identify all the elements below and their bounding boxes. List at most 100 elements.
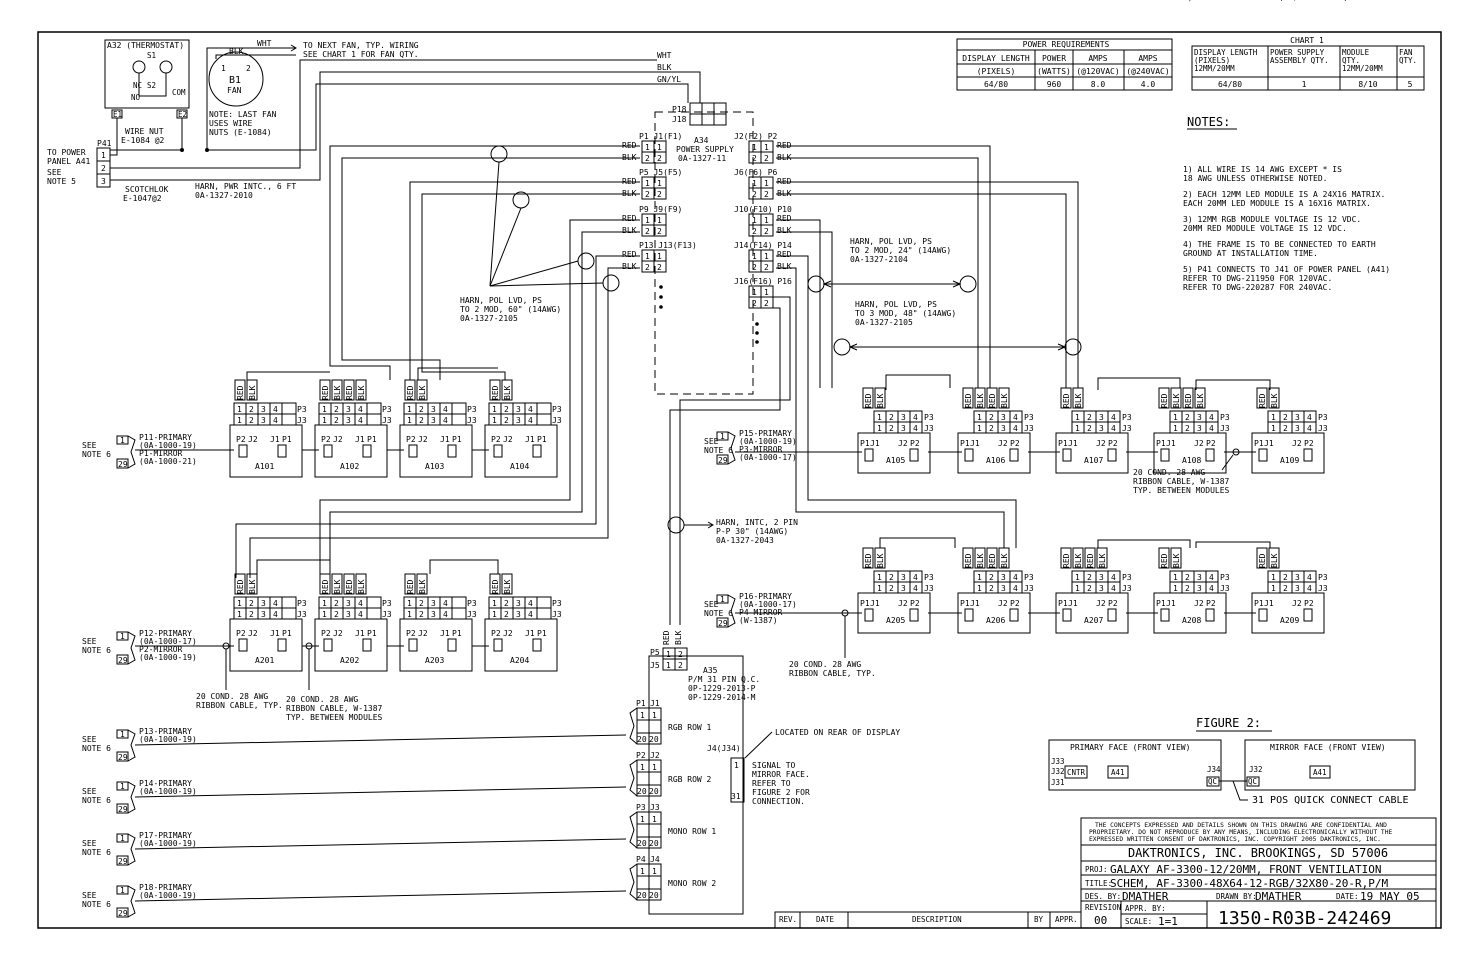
module-name: A204 xyxy=(510,656,529,665)
svg-text:2: 2 xyxy=(334,416,339,425)
svg-text:3: 3 xyxy=(101,177,106,186)
svg-text:J18: J18 xyxy=(672,115,687,124)
svg-text:2: 2 xyxy=(334,610,339,619)
svg-text:2: 2 xyxy=(504,610,509,619)
svg-text:1: 1 xyxy=(237,416,242,425)
svg-text:1: 1 xyxy=(120,632,125,641)
svg-text:P3: P3 xyxy=(382,405,392,414)
svg-text:J3: J3 xyxy=(650,803,660,812)
svg-text:NOTE 6: NOTE 6 xyxy=(704,609,733,618)
svg-text:J2: J2 xyxy=(503,629,513,638)
svg-text:4: 4 xyxy=(1111,584,1116,593)
chart1-header: FAN xyxy=(1399,48,1413,57)
svg-text:P3: P3 xyxy=(1318,573,1328,582)
svg-text:1: 1 xyxy=(1075,413,1080,422)
svg-text:1=1: 1=1 xyxy=(1158,915,1178,928)
svg-text:29: 29 xyxy=(118,656,128,665)
svg-text:1: 1 xyxy=(720,432,725,441)
svg-text:NOTE 6: NOTE 6 xyxy=(82,848,111,857)
svg-text:P3: P3 xyxy=(1122,573,1132,582)
svg-text:20: 20 xyxy=(649,787,659,796)
svg-text:CONNECTION.: CONNECTION. xyxy=(752,797,805,806)
svg-text:J3: J3 xyxy=(924,424,934,433)
svg-text:P1: P1 xyxy=(1058,599,1068,608)
note-line: REFER TO DWG-220287 FOR 240VAC. xyxy=(1183,283,1332,292)
svg-text:RED: RED xyxy=(964,393,973,408)
svg-text:RED: RED xyxy=(1184,393,1193,408)
svg-text:J2: J2 xyxy=(1096,599,1106,608)
svg-text:BLK: BLK xyxy=(876,393,885,408)
svg-text:20: 20 xyxy=(637,891,647,900)
svg-text:WIRE NUT: WIRE NUT xyxy=(125,127,164,136)
svg-text:GALAXY AF-3300-12/20MM, FRONT: GALAXY AF-3300-12/20MM, FRONT VENTILATIO… xyxy=(1110,863,1382,876)
svg-text:RIBBON CABLE, W-1387: RIBBON CABLE, W-1387 xyxy=(286,704,383,713)
svg-text:THE CONCEPTS EXPRESSED AND DET: THE CONCEPTS EXPRESSED AND DETAILS SHOWN… xyxy=(1095,822,1387,829)
power-req-header: AMPS xyxy=(1088,54,1107,63)
svg-text:P1: P1 xyxy=(367,629,377,638)
svg-text:(0A-1000-17): (0A-1000-17) xyxy=(139,637,197,646)
svg-text:0A-1327-11: 0A-1327-11 xyxy=(678,154,726,163)
svg-text:1: 1 xyxy=(1173,584,1178,593)
svg-text:RED: RED xyxy=(406,385,415,400)
svg-text:2: 2 xyxy=(419,599,424,608)
svg-text:NOTE: LAST FAN: NOTE: LAST FAN xyxy=(209,110,277,119)
svg-text:P2: P2 xyxy=(321,435,331,444)
svg-text:29: 29 xyxy=(118,857,128,866)
svg-text:3: 3 xyxy=(516,405,521,414)
chart1-cell: 5 xyxy=(1408,80,1413,89)
svg-text:J1: J1 xyxy=(1068,599,1078,608)
svg-text:2: 2 xyxy=(419,610,424,619)
svg-text:1: 1 xyxy=(877,413,882,422)
svg-text:2: 2 xyxy=(989,424,994,433)
svg-text:J3: J3 xyxy=(1318,424,1328,433)
module-name: A101 xyxy=(255,462,274,471)
svg-text:29: 29 xyxy=(718,456,728,465)
svg-text:1: 1 xyxy=(407,405,412,414)
svg-text:P3: P3 xyxy=(1024,413,1034,422)
svg-text:RIBBON CABLE, W-1387: RIBBON CABLE, W-1387 xyxy=(1133,477,1230,486)
svg-text:1: 1 xyxy=(237,405,242,414)
svg-text:3: 3 xyxy=(261,405,266,414)
svg-text:3: 3 xyxy=(516,599,521,608)
svg-text:SEE: SEE xyxy=(82,839,97,848)
svg-text:P-P 30" (14AWG): P-P 30" (14AWG) xyxy=(716,527,788,536)
svg-text:1: 1 xyxy=(407,416,412,425)
power-req-subheader: (@240VAC) xyxy=(1126,67,1169,76)
svg-text:3: 3 xyxy=(346,599,351,608)
svg-text:BLK: BLK xyxy=(777,262,792,271)
svg-text:2: 2 xyxy=(1283,424,1288,433)
svg-text:J2: J2 xyxy=(998,599,1008,608)
svg-text:P3-MIRROR: P3-MIRROR xyxy=(739,445,783,454)
svg-text:P1: P1 xyxy=(452,435,462,444)
svg-text:0A-1327-2043: 0A-1327-2043 xyxy=(716,536,774,545)
svg-text:J3: J3 xyxy=(1024,584,1034,593)
svg-text:P3: P3 xyxy=(467,599,477,608)
svg-text:NOTE 6: NOTE 6 xyxy=(82,450,111,459)
svg-text:BLK: BLK xyxy=(976,393,985,408)
svg-text:3: 3 xyxy=(346,405,351,414)
svg-text:3: 3 xyxy=(1197,584,1202,593)
svg-text:4: 4 xyxy=(1307,424,1312,433)
svg-text:TO 2 MOD, 60" (14AWG): TO 2 MOD, 60" (14AWG) xyxy=(460,305,561,314)
svg-text:1: 1 xyxy=(652,815,657,824)
svg-text:1: 1 xyxy=(407,610,412,619)
svg-text:J34: J34 xyxy=(1207,765,1221,774)
svg-text:BLK: BLK xyxy=(248,579,257,594)
note-line: REFER TO DWG-211950 FOR 120VAC. xyxy=(1183,274,1332,283)
svg-text:BLK: BLK xyxy=(657,63,672,72)
svg-text:NUTS (E-1084): NUTS (E-1084) xyxy=(209,128,272,137)
svg-text:P14-PRIMARY: P14-PRIMARY xyxy=(139,779,192,788)
ps-port-label: J10(F10) P10 xyxy=(734,205,792,214)
svg-text:SEE: SEE xyxy=(82,735,97,744)
svg-text:RED: RED xyxy=(406,579,415,594)
svg-text:20 COND. 28 AWG: 20 COND. 28 AWG xyxy=(196,692,268,701)
svg-text:2: 2 xyxy=(334,405,339,414)
module-name: A104 xyxy=(510,462,529,471)
